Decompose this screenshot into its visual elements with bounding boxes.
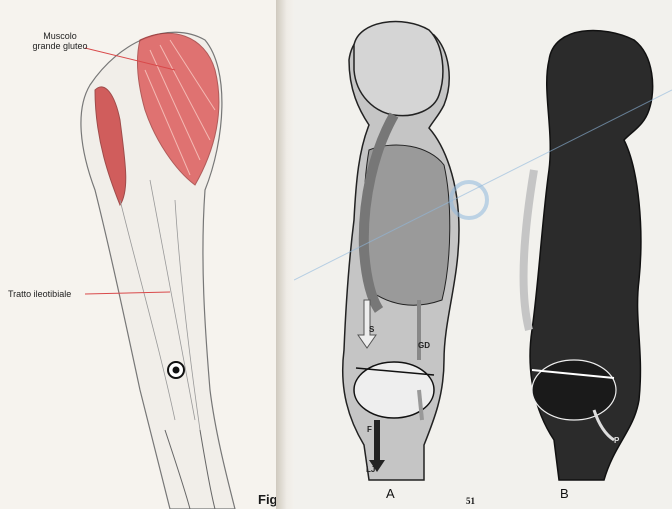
right-page: S GD F LJ P A 51 B: [294, 0, 672, 509]
page-number: 51: [466, 496, 475, 506]
arrow-label-lj: LJ: [366, 465, 375, 474]
posture-diagram: [294, 0, 672, 509]
left-page: Muscolo grande gluteo Tratto ileotibiale…: [0, 0, 277, 509]
figure-a-head: [354, 22, 443, 116]
figure-tag: Fig: [258, 492, 278, 507]
arrow-label-f: F: [367, 425, 372, 434]
arrow-label-p: P: [614, 436, 619, 445]
book-gutter: [276, 0, 294, 509]
figure-b-caption: B: [560, 486, 569, 501]
leg-illustration: [0, 0, 277, 509]
arrow-label-gd: GD: [418, 341, 430, 350]
label-muscle: Muscolo grande gluteo: [30, 31, 90, 51]
arrow-label-s: S: [369, 325, 374, 334]
figure-a-caption: A: [386, 486, 395, 501]
label-tract: Tratto ileotibiale: [8, 289, 71, 299]
